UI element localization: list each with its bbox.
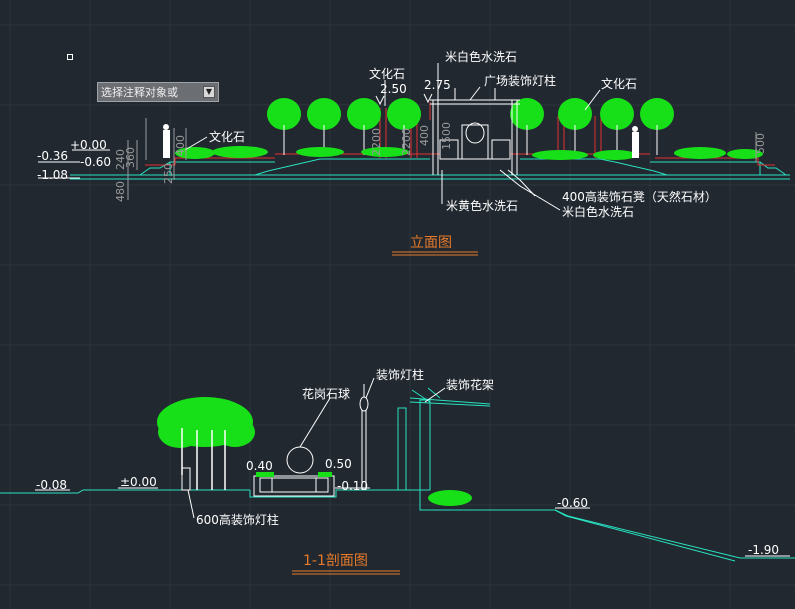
section-leaders [187,377,446,519]
label-pergola: 装饰花架 [446,377,494,392]
section-pergola-shrub [428,490,472,506]
elevation-ground [70,158,790,180]
elevation-leaders [184,63,601,211]
level-minus-108: -1.08 [37,168,68,182]
level-minus-060: -0.60 [80,155,111,169]
elevation-shrubs [175,146,763,160]
label-white-wash-top: 米白色水洗石 [445,49,517,64]
elevation-trees [267,98,674,130]
vdim-500: 500 [754,133,767,154]
elevation-title: 立面图 [410,235,452,251]
elevation-figures [163,124,639,158]
elevation-dim-lines [127,118,757,200]
label-yellow-wash: 米黄色水洗石 [446,199,518,213]
level-minus-008: -0.08 [36,478,67,492]
vdim-2200b: 2200 [400,128,413,156]
section-title: 1-1剖面图 [303,553,368,569]
level-minus-036: -0.36 [37,149,68,163]
level-h-275: 2.75 [424,78,451,92]
elevation-view: 文化石 文化石 文化石 米白色水洗石 广场装饰灯柱 米黄色水洗石 400高装饰石… [37,49,790,256]
section-lamp-post [359,384,369,490]
section-level-marks [35,487,790,557]
elevation-gate [430,88,520,175]
vdim-2200a: 2200 [370,128,383,156]
vdim-480: 480 [114,181,127,202]
section-pergola [397,387,491,491]
label-low-lamp: 600高装饰灯柱 [196,512,279,527]
label-stone-mid: 文化石 [369,66,405,81]
section-ground [0,489,795,562]
section-tree-trunks [181,428,226,490]
level-plus-000: +0.00 [70,138,107,152]
level-plus-000-section: ±0.00 [120,475,157,489]
section-view: 花岗石球 装饰灯柱 装饰花架 600高装饰灯柱 -0.08 ±0.00 0.40… [0,367,795,575]
section-planter-soil [256,472,332,477]
vdim-400a: 400 [174,135,187,156]
section-low-lamp [181,467,191,491]
level-h-040: 0.40 [246,459,273,473]
label-stone-right: 文化石 [601,76,637,91]
level-minus-010: -0.10 [337,479,368,493]
level-minus-060-section: -0.60 [557,496,588,510]
vdim-250: 250 [162,163,175,184]
level-h-250: 2.50 [380,82,407,96]
vdim-240: 240 [114,149,127,170]
vdim-360: 360 [124,147,137,168]
elevation-level-marks [38,93,433,179]
label-stone-bench: 400高装饰石凳（天然石材） [562,189,717,204]
label-stone-left: 文化石 [209,129,245,144]
vdim-1500: 1500 [440,122,453,150]
pickbox-cursor [67,54,73,60]
tooltip-text: 选择注释对象或 [101,86,178,99]
command-prompt-tooltip[interactable]: 选择注释对象或 ▼ [97,82,219,102]
vdim-400b: 400 [418,125,431,146]
level-h-050: 0.50 [325,457,352,471]
label-plaza-lamp: 广场装饰灯柱 [484,73,556,88]
label-white-wash-bottom: 米白色水洗石 [562,204,634,219]
dropdown-arrow-icon[interactable]: ▼ [203,86,215,98]
label-lamp-post: 装饰灯柱 [376,367,424,382]
section-tree-canopy [157,397,255,448]
label-granite-ball: 花岗石球 [302,386,350,401]
level-minus-190: -1.90 [748,543,779,557]
